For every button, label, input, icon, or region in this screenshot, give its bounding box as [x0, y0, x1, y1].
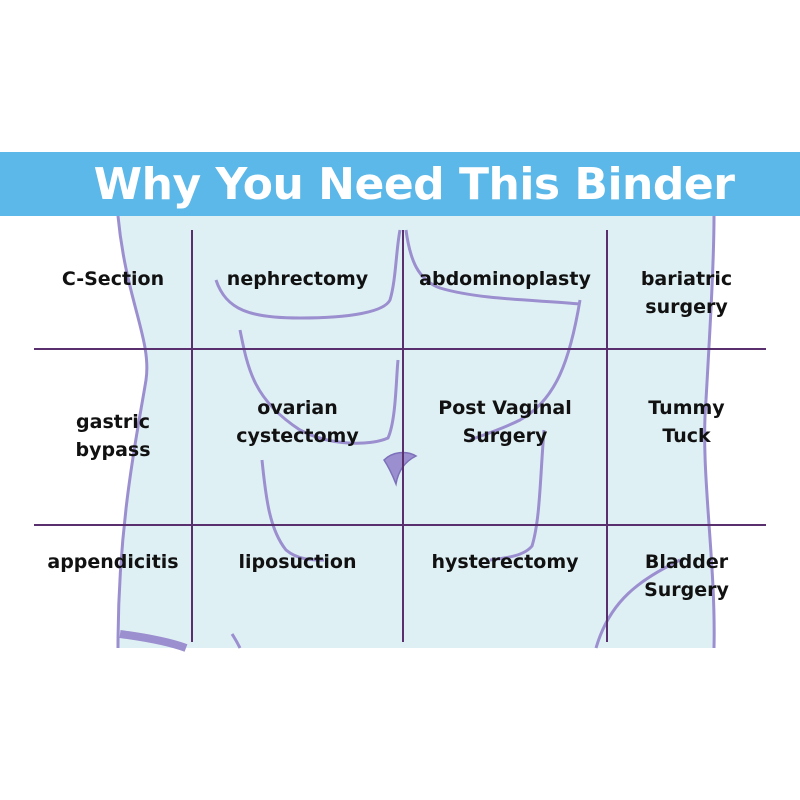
right-rib-contour — [469, 299, 582, 442]
chest-contour — [214, 229, 402, 320]
left-pelvis-contour — [119, 630, 188, 652]
banner-title: Why You Need This Binder — [93, 159, 735, 210]
title-banner — [0, 152, 800, 216]
cell-liposuction: liposuction — [238, 551, 357, 573]
cell-tummy-tuck: Tummy Tuck — [648, 397, 725, 447]
right-chest-contour — [404, 229, 581, 306]
right-lower-contour — [489, 429, 546, 562]
left-rib-contour — [238, 329, 400, 445]
cell-hysterectomy: hysterectomy — [431, 551, 579, 573]
cell-nephrectomy: nephrectomy — [226, 268, 369, 290]
cell-abdominoplasty: abdominoplasty — [419, 268, 591, 290]
right-hip-contour — [594, 558, 681, 649]
cell-gastric-bypass: gastric bypass — [75, 411, 151, 461]
cell-bladder-surgery: Bladder Surgery — [644, 551, 729, 601]
left-body-contour — [116, 215, 149, 649]
lower-center-contour — [230, 633, 242, 649]
cell-appendicitis: appendicitis — [47, 551, 179, 573]
grid-lines — [34, 230, 766, 642]
cell-c-section: C-Section — [61, 268, 165, 290]
cell-ovarian-cystectomy: ovarian cystectomy — [236, 397, 359, 447]
torso-body — [118, 216, 715, 648]
right-body-contour — [703, 215, 716, 649]
cell-bariatric-surgery: bariatric surgery — [640, 268, 733, 318]
left-lower-contour — [260, 459, 325, 562]
cell-post-vaginal-surgery: Post Vaginal Surgery — [438, 397, 572, 447]
